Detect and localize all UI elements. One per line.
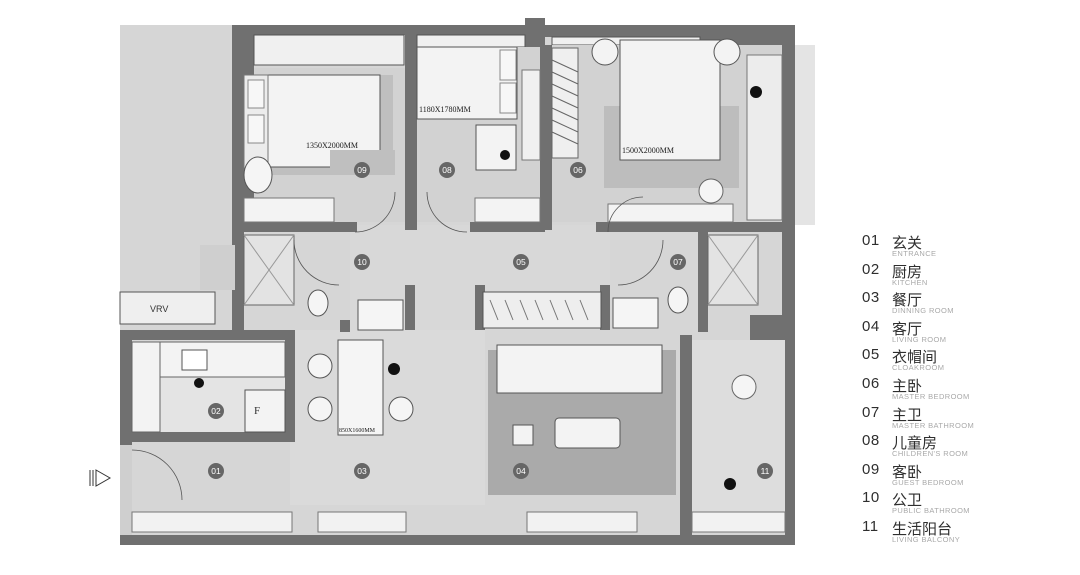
legend-number: 03 <box>862 289 880 307</box>
master-bed: 1500X2000MM <box>591 38 783 223</box>
legend-english: KITCHEN <box>892 277 928 287</box>
entrance-marker <box>89 469 112 487</box>
legend-number: 04 <box>862 317 880 335</box>
dining-table: 850X1600MM <box>307 339 414 436</box>
public-bathroom <box>243 234 404 331</box>
cabinets <box>131 511 786 533</box>
legend-number: 10 <box>862 489 880 507</box>
room-tag-label: 05 <box>516 257 526 267</box>
legend-number: 05 <box>862 346 880 364</box>
legend-name: 玄关 <box>892 234 923 252</box>
legend-name: 餐厅 <box>892 291 923 310</box>
room-tag-label: 09 <box>357 165 367 175</box>
legend-name: 衣帽间 <box>892 348 938 367</box>
room-tag-label: 11 <box>761 466 770 476</box>
room-tags: 01 02 03 04 05 06 07 08 09 10 11 <box>208 162 773 479</box>
fridge-label: F <box>254 405 260 417</box>
floor-plan: 1350X2000MM 1180X1780MM 1500X2000MM <box>89 18 815 545</box>
legend-english: MASTER BATHROOM <box>892 420 975 430</box>
room-tag-label: 04 <box>516 466 526 476</box>
room-tag-07: 07 <box>670 254 686 270</box>
legend-english: ENTRANCE <box>892 249 937 258</box>
legend-english: CLOAKROOM <box>892 363 945 373</box>
vrv-label: VRV <box>150 304 168 314</box>
vrv-unit: VRV <box>119 291 216 325</box>
legend-english: PUBLIC BATHROOM <box>892 506 970 516</box>
room-tag-label: 06 <box>573 165 583 175</box>
door-swings <box>131 191 664 501</box>
legend-english: LIVING ROOM <box>892 334 947 344</box>
room-tag-03: 03 <box>354 463 370 479</box>
guest-bed-size: 1350X2000MM <box>306 141 358 150</box>
master-bed-size: 1500X2000MM <box>622 146 674 155</box>
legend-name: 客卧 <box>892 462 923 481</box>
legend-english: MASTER BEDROOM <box>892 391 970 401</box>
child-bed-size: 1180X1780MM <box>419 105 471 114</box>
legend-english: CHILDREN'S ROOM <box>892 449 969 459</box>
legend-number: 09 <box>862 460 880 478</box>
legend-name: 生活阳台 <box>892 519 953 538</box>
room-tag-11: 11 <box>757 463 773 479</box>
legend-number: 06 <box>862 374 880 392</box>
legend-name: 儿童房 <box>892 434 938 453</box>
room-tag-02: 02 <box>208 403 224 419</box>
legend-number: 08 <box>862 432 880 450</box>
room-tag-04: 04 <box>513 463 529 479</box>
legend-number: 07 <box>862 403 880 421</box>
room-tag-label: 10 <box>357 257 367 267</box>
room-tag-09: 09 <box>354 162 370 178</box>
walls <box>120 18 815 545</box>
balcony-floor <box>690 340 795 515</box>
kitchen-fixtures: F <box>131 341 286 433</box>
legend-name: 公卫 <box>892 491 923 510</box>
room-tag-06: 06 <box>570 162 586 178</box>
child-bed: 1180X1780MM <box>416 46 541 223</box>
master-wardrobe <box>551 47 579 159</box>
legend-name: 客厅 <box>892 319 923 338</box>
legend-name: 主卫 <box>892 405 923 424</box>
person-markers <box>194 86 762 490</box>
room-tag-label: 02 <box>211 406 221 416</box>
room-tag-01: 01 <box>208 463 224 479</box>
room-tag-10: 10 <box>354 254 370 270</box>
room-tag-08: 08 <box>439 162 455 178</box>
legend-name: 厨房 <box>892 262 923 281</box>
cloakroom-shelf <box>482 291 602 329</box>
legend-name: 主卧 <box>892 376 923 395</box>
room-tag-05: 05 <box>513 254 529 270</box>
room-tag-label: 07 <box>673 257 683 267</box>
master-bathroom <box>612 234 759 329</box>
legend-english: DINNING ROOM <box>892 306 954 316</box>
legend-number: 11 <box>862 517 879 535</box>
legend-english: GUEST BEDROOM <box>892 477 964 487</box>
legend-english: LIVING BALCONY <box>892 534 961 544</box>
room-tag-label: 08 <box>442 165 452 175</box>
room-tag-label: 03 <box>357 466 367 476</box>
dining-table-size: 850X1600MM <box>339 428 376 434</box>
guest-bed: 1350X2000MM <box>243 74 395 223</box>
room-tag-label: 01 <box>211 466 221 476</box>
legend-number: 02 <box>862 260 880 278</box>
legend-number: 01 <box>862 232 880 249</box>
